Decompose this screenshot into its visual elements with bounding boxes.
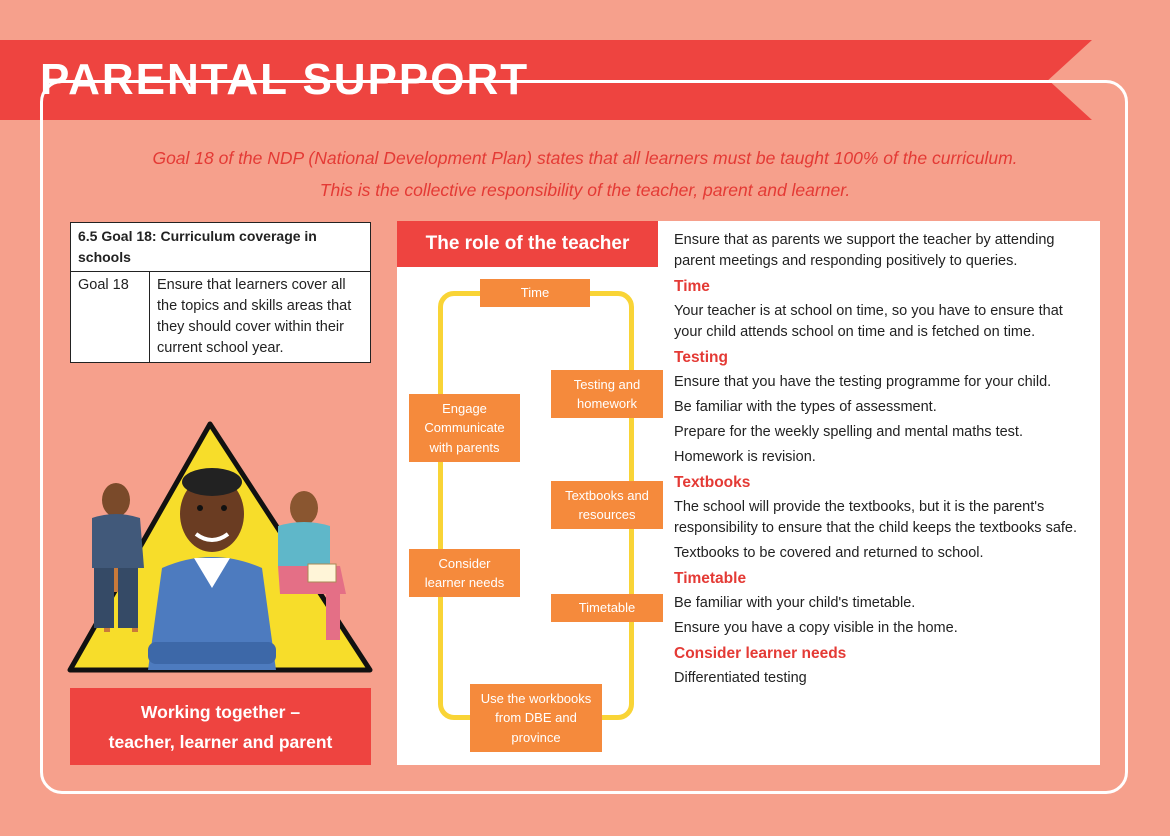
section-heading-time: Time — [674, 278, 710, 295]
cycle-box-time: Time — [480, 279, 590, 307]
section-heading-testing: Testing — [674, 349, 728, 366]
section-line: Your teacher is at school on time, so yo… — [674, 303, 1063, 340]
family-triangle-illustration — [67, 421, 373, 673]
section-line: Textbooks to be covered and returned to … — [674, 545, 984, 561]
guidance-intro: Ensure that as parents we support the te… — [674, 232, 1055, 269]
section-line: Ensure that you have the testing program… — [674, 374, 1052, 390]
teacher-role-title: The role of the teacher — [397, 221, 658, 267]
cycle-box-engage: Engage Communicate with parents — [409, 394, 520, 462]
caption-line-1: Working together – — [140, 701, 301, 722]
content-frame — [40, 80, 1128, 794]
teacher-role-panel — [397, 221, 1100, 765]
intro-line-1: Goal 18 of the NDP (National Development… — [152, 148, 1018, 168]
section-line: Homework is revision. — [674, 449, 816, 465]
section-line: Prepare for the weekly spelling and ment… — [674, 424, 1023, 440]
goal-table-header: 6.5 Goal 18: Curriculum coverage in scho… — [70, 222, 371, 272]
section-line: Ensure you have a copy visible in the ho… — [674, 620, 958, 636]
section-line: Be familiar with your child's timetable. — [674, 595, 916, 611]
cycle-box-timetable: Timetable — [551, 594, 663, 622]
section-heading-timetable: Timetable — [674, 570, 747, 587]
cycle-box-consider: Consider learner needs — [409, 549, 520, 597]
cycle-box-workbooks: Use the workbooks from DBE and province — [470, 684, 602, 752]
section-heading-consider-needs: Consider learner needs — [674, 645, 847, 662]
intro-line-2: This is the collective responsibility of… — [319, 180, 851, 200]
parent-guidance-text: Ensure that as parents we support the te… — [674, 230, 1094, 689]
illustration-caption: Working together – teacher, learner and … — [70, 688, 371, 765]
caption-line-2: teacher, learner and parent — [108, 731, 333, 752]
cycle-box-testing: Testing and homework — [551, 370, 663, 418]
cycle-box-textbooks: Textbooks and resources — [551, 481, 663, 529]
intro-text: Goal 18 of the NDP (National Development… — [40, 142, 1130, 206]
goal-table-text: Ensure that learners cover all the topic… — [149, 271, 371, 363]
page-title: PARENTAL SUPPORT — [40, 55, 530, 104]
section-heading-textbooks: Textbooks — [674, 474, 751, 491]
table-row: Goal 18 Ensure that learners cover all t… — [70, 271, 371, 363]
goal-table-label: Goal 18 — [70, 271, 150, 363]
section-line: Be familiar with the types of assessment… — [674, 399, 937, 415]
section-line: Differentiated testing — [674, 670, 807, 686]
section-line: The school will provide the textbooks, b… — [674, 499, 1078, 536]
goal-table: 6.5 Goal 18: Curriculum coverage in scho… — [70, 222, 371, 363]
